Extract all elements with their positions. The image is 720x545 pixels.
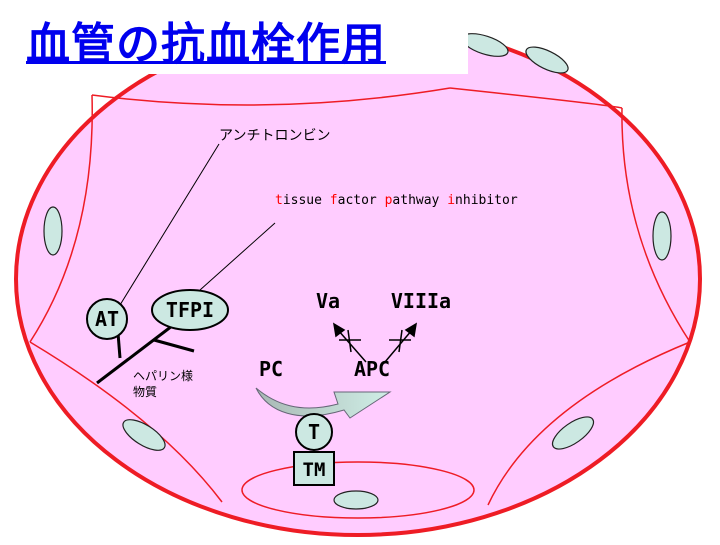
tfpi-initial-i: i xyxy=(447,193,455,208)
nucleus xyxy=(43,206,63,256)
page-title: 血管の抗血栓作用 xyxy=(26,19,386,70)
at-label: AT xyxy=(95,307,119,331)
tfpi-leader-line xyxy=(199,222,276,291)
thrombin-label: T xyxy=(308,420,320,444)
heparin-label-line1: ヘパリン様 xyxy=(133,369,193,383)
tfpi-full-name: tissue factor pathway inhibitor xyxy=(275,193,518,208)
title-background xyxy=(20,6,468,74)
tfpi-ellipse xyxy=(151,289,229,331)
nucleus xyxy=(333,490,379,510)
apc-label: APC xyxy=(354,357,390,381)
heparin-like-substance xyxy=(96,324,195,385)
thrombin-circle xyxy=(295,413,333,451)
pc-to-apc-arrow xyxy=(255,387,392,419)
tfpi-initial-f: f xyxy=(330,193,338,208)
pc-label: PC xyxy=(259,357,283,381)
thrombomodulin-box xyxy=(293,451,335,486)
viiia-label: VIIIa xyxy=(391,289,451,313)
endothelial-cell-borders xyxy=(29,87,691,519)
antithrombin-label: アンチトロンビン xyxy=(219,128,330,144)
va-label: Va xyxy=(316,289,340,313)
endothelial-nuclei xyxy=(43,33,672,510)
tfpi-initial-t: t xyxy=(275,193,283,208)
antithrombin-leader-line xyxy=(119,143,220,306)
tfpi-initial-p: p xyxy=(385,193,393,208)
nucleus xyxy=(122,419,166,451)
nucleus xyxy=(551,416,595,450)
thrombomodulin-label: TM xyxy=(303,459,326,481)
nucleus xyxy=(525,46,569,74)
at-circle xyxy=(86,298,128,340)
apc-inhibition-arrows xyxy=(332,322,418,363)
heparin-label-line2: 物質 xyxy=(133,384,157,399)
nucleus xyxy=(652,211,672,261)
tfpi-label: TFPI xyxy=(166,298,214,322)
